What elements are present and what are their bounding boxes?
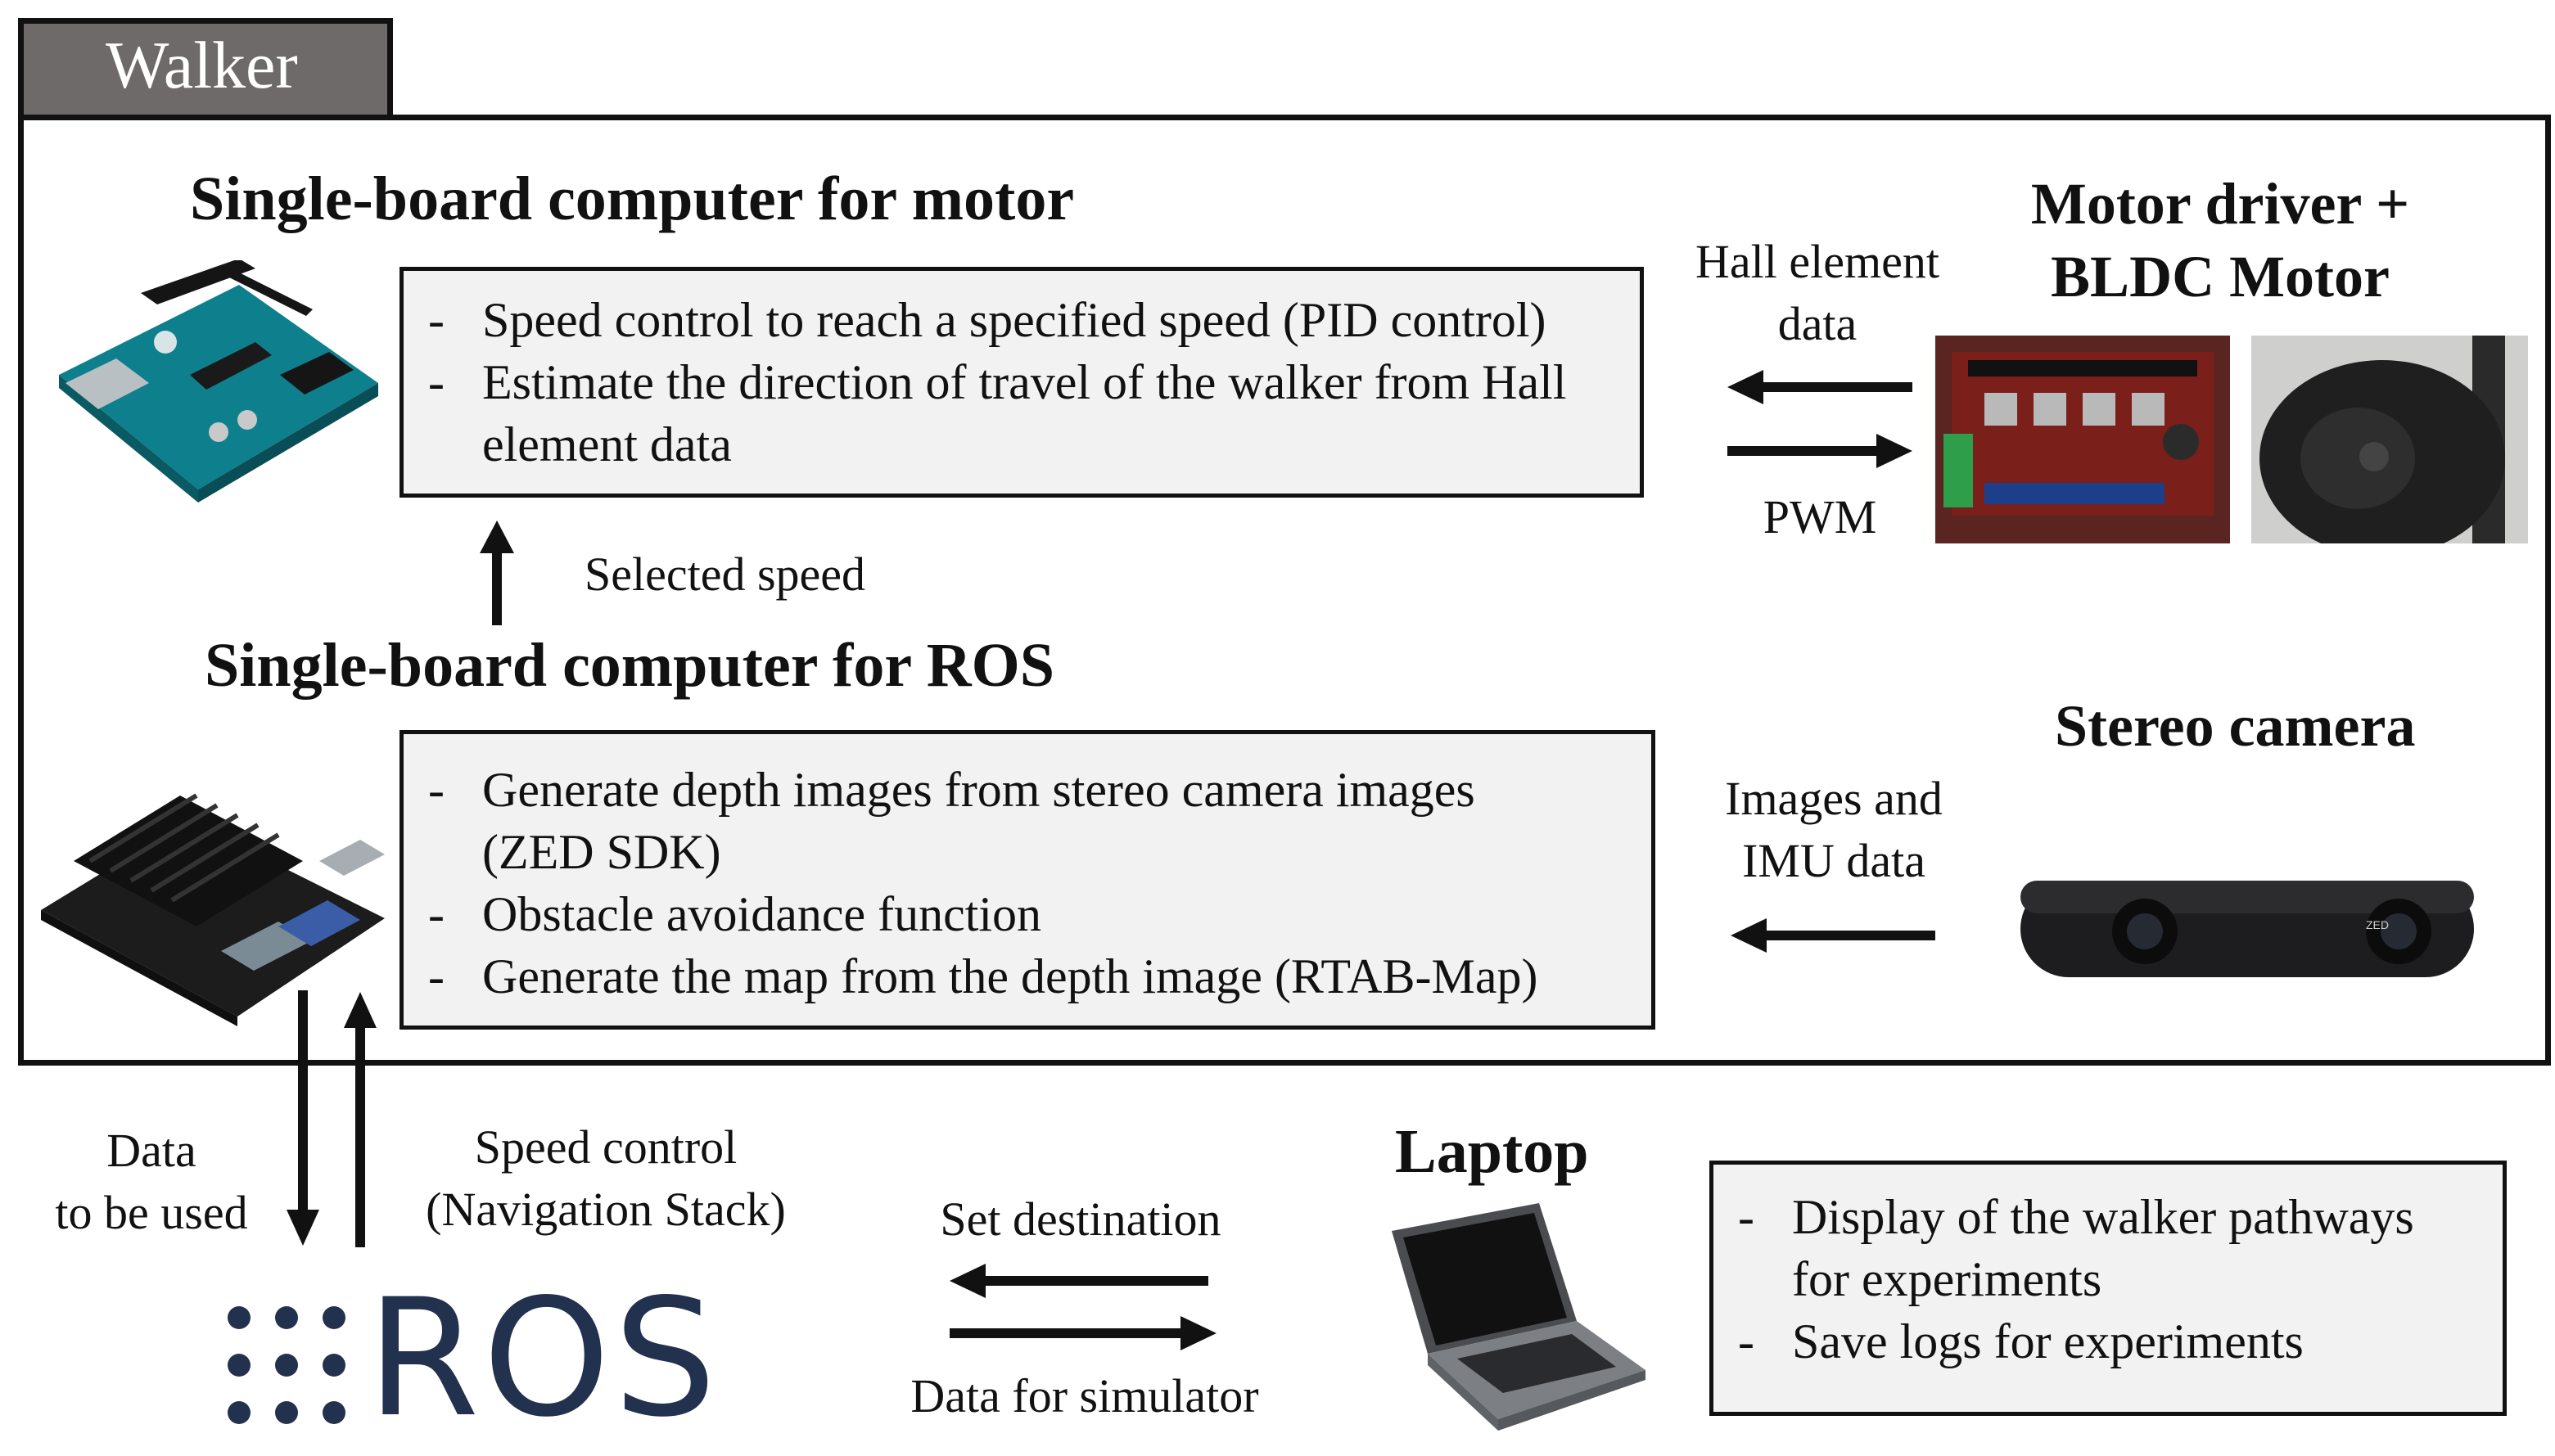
hall-data-label-line2: data (1777, 297, 1858, 350)
hall-data-label: Hall element data (1678, 231, 1957, 355)
hall-data-arrow (1727, 367, 1912, 408)
images-imu-label: Images and IMU data (1695, 768, 1973, 892)
data-to-be-used-line2: to be used (55, 1186, 248, 1239)
laptop-title: Laptop (1395, 1117, 1589, 1186)
simulator-data-label: Data for simulator (910, 1369, 1259, 1422)
walker-tab-label: Walker (106, 28, 298, 102)
data-to-ros-arrow (285, 990, 321, 1247)
motor-driver-title-line2: BLDC Motor (2051, 244, 2390, 309)
pwm-arrow (1727, 430, 1912, 471)
ros-logo-text: ROS (367, 1264, 720, 1453)
motor-driver-title: Motor driver + BLDC Motor (2024, 170, 2417, 311)
motor-driver-title-line1: Motor driver + (2030, 171, 2410, 237)
ros-item-obstacle: Obstacle avoidance function (404, 883, 1651, 945)
motor-computer-box: Speed control to reach a specified speed… (400, 267, 1644, 498)
ros-item-depth: Generate depth images from stereo camera… (404, 759, 1651, 883)
motor-item-pid: Speed control to reach a specified speed… (404, 289, 1640, 351)
laptop-item-logs: Save logs for experiments (1713, 1310, 2503, 1373)
selected-speed-arrow (476, 521, 517, 627)
laptop-image (1375, 1198, 1654, 1444)
jetson-board-image (33, 738, 393, 1030)
laptop-box: Display of the walker pathways for exper… (1709, 1161, 2507, 1416)
motor-computer-title: Single-board computer for motor (190, 165, 1075, 233)
zed-brand-label: ZED (2366, 918, 2389, 931)
arduino-board-image (43, 260, 386, 506)
hall-data-label-line1: Hall element (1695, 235, 1939, 288)
images-imu-arrow (1731, 915, 1935, 956)
walker-tab: Walker (18, 18, 393, 115)
pwm-label: PWM (1763, 490, 1877, 543)
bldc-motor-image (2251, 336, 2528, 543)
ros-logo-dots (221, 1300, 352, 1431)
speed-control-label: Speed control (Navigation Stack) (401, 1116, 810, 1241)
simulator-data-arrow (950, 1313, 1217, 1354)
ros-computer-title: Single-board computer for ROS (205, 631, 1054, 700)
motor-item-direction: Estimate the direction of travel of the … (404, 351, 1640, 476)
data-to-be-used-line1: Data (106, 1124, 196, 1177)
set-destination-label: Set destination (940, 1192, 1221, 1246)
speed-control-arrow (342, 990, 378, 1247)
ros-item-map: Generate the map from the depth image (R… (404, 945, 1651, 1007)
speed-control-line2: (Navigation Stack) (426, 1183, 786, 1236)
data-to-be-used-label: Data to be used (33, 1120, 270, 1244)
images-imu-label-line1: Images and (1725, 772, 1943, 825)
selected-speed-label: Selected speed (585, 548, 866, 601)
walker-frame (18, 115, 2551, 1066)
laptop-item-display: Display of the walker pathways for exper… (1713, 1186, 2503, 1310)
ros-computer-box: Generate depth images from stereo camera… (400, 730, 1655, 1030)
images-imu-label-line2: IMU data (1742, 834, 1925, 887)
stereo-camera-image: ZED (2014, 872, 2481, 987)
set-destination-arrow (950, 1260, 1208, 1301)
motor-driver-image (1935, 336, 2230, 543)
speed-control-line1: Speed control (474, 1120, 738, 1174)
stereo-camera-title: Stereo camera (2055, 693, 2416, 759)
